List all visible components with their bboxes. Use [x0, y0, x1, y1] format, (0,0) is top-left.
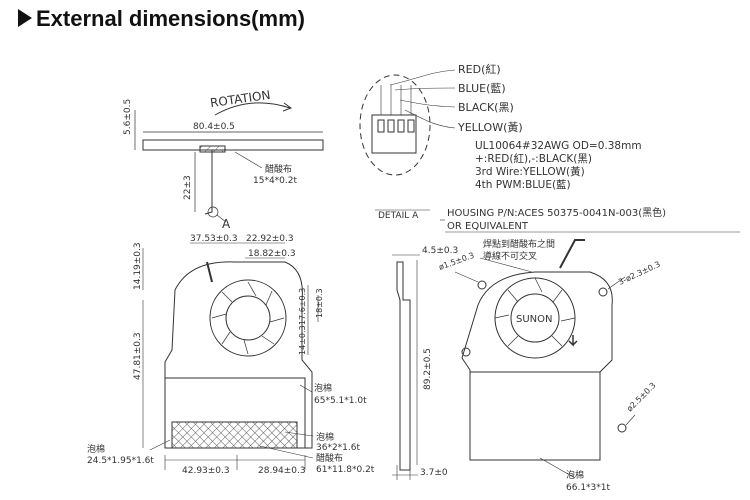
back-note-line2: 導線不可交叉 — [483, 250, 537, 262]
mount-hole-small — [477, 280, 487, 290]
detail-circle — [207, 206, 219, 218]
hole-right-dim: ø2.5±0.3 — [625, 381, 658, 414]
connector-detail — [359, 69, 740, 233]
detail-marker: A — [222, 217, 231, 231]
holes-dim: 3-ø2.3±0.3 — [617, 260, 662, 287]
fan-side-body — [142, 139, 324, 151]
wire-yellow: YELLOW(黃) — [457, 121, 523, 134]
housing-part-number: HOUSING P/N:ACES 50375-0041N-003(黑色) — [447, 206, 666, 219]
detail-label: DETAIL A — [378, 211, 419, 221]
page-title-text: External dimensions(mm) — [36, 6, 305, 31]
mount-hole-top-right — [598, 287, 608, 297]
tape-inner-size: 61*11.8*0.2t — [316, 465, 375, 475]
foam-inner-size: 36*2*1.6t — [316, 443, 360, 453]
brand-logo: SUNON — [516, 314, 553, 325]
wire-spec-third: 3rd Wire:YELLOW(黃) — [475, 165, 585, 178]
back-view — [454, 239, 636, 479]
dim-vertical-3: 14±0.3 — [298, 325, 307, 355]
foam-left-label: 泡棉 — [87, 443, 105, 455]
detail-circle-dashed — [359, 74, 431, 176]
foam-left-size: 24.5*1.95*1.6t — [87, 456, 154, 466]
profile-height: 89.2±0.5 — [423, 348, 433, 390]
wire-red: RED(紅) — [458, 63, 501, 76]
profile-view — [392, 254, 420, 480]
wire-black: BLACK(黑) — [458, 101, 514, 114]
wire-blue: BLUE(藍) — [458, 82, 506, 95]
rotation-direction-arrow-icon — [568, 335, 578, 347]
foam-right-label: 泡棉 — [314, 382, 332, 394]
back-impeller-hub — [510, 293, 560, 343]
dim-height-top: 14.19±0.3 — [133, 242, 143, 290]
wire-spec-polarity: +:RED(紅),-:BLACK(黑) — [475, 153, 592, 165]
profile-body — [396, 261, 411, 471]
back-foam-size: 66.1*3*1t — [566, 483, 610, 493]
wire-spec-awg: UL10064#32AWG OD=0.38mm — [475, 140, 642, 152]
fan-housing-outline — [164, 261, 313, 449]
tape-inner-label: 醋酸布 — [316, 452, 343, 464]
dim-inner: 18.82±0.3 — [248, 249, 296, 259]
back-housing-outline — [461, 271, 613, 461]
mount-hole-right — [617, 423, 627, 433]
dim-bottom-right: 28.94±0.3 — [258, 466, 306, 476]
connector-housing — [371, 114, 417, 154]
housing-equivalent: OR EQUIVALENT — [447, 221, 529, 232]
dim-top-right: 22.92±0.3 — [246, 234, 294, 244]
triangle-bullet-icon — [18, 9, 32, 27]
foam-inner-label: 泡棉 — [316, 431, 334, 443]
dim-center-height: 47.81±0.3 — [133, 332, 143, 380]
dim-bottom-left: 42.93±0.3 — [182, 466, 230, 476]
impeller-hub — [225, 295, 271, 341]
rotation-label: ROTATION — [209, 88, 271, 110]
thickness-dim: 5.6±0.5 — [123, 99, 133, 135]
page-title: External dimensions(mm) — [18, 6, 305, 32]
dim-top-left: 37.53±0.3 — [190, 234, 238, 244]
mount-hole-left — [461, 347, 471, 357]
dim-vertical-1: 17.6±0.3 — [298, 288, 307, 325]
tape-label: 醋酸布 — [265, 163, 292, 175]
side-view — [134, 102, 324, 223]
impeller-outer — [209, 279, 287, 357]
back-foam-label: 泡棉 — [566, 469, 584, 481]
cable-length-dim: 22±3 — [183, 175, 193, 200]
tape-size: 15*4*0.2t — [253, 176, 297, 186]
dim-vertical-2: 18±0.3 — [315, 288, 324, 318]
back-note-line1: 焊點到醋酸布之間 — [483, 238, 555, 250]
cable — [204, 150, 213, 215]
rotation-arc — [214, 102, 291, 116]
rotation-arrow-icon — [282, 102, 293, 112]
width-dim: 80.4±0.5 — [193, 122, 235, 132]
wire-spec-fourth: 4th PWM:BLUE(藍) — [475, 178, 571, 191]
profile-bottom: 3.7±0 — [420, 468, 448, 478]
profile-offset: 4.5±0.3 — [422, 246, 458, 256]
front-view — [142, 242, 319, 470]
foam-right-size: 65*5.1*1.0t — [314, 396, 367, 406]
